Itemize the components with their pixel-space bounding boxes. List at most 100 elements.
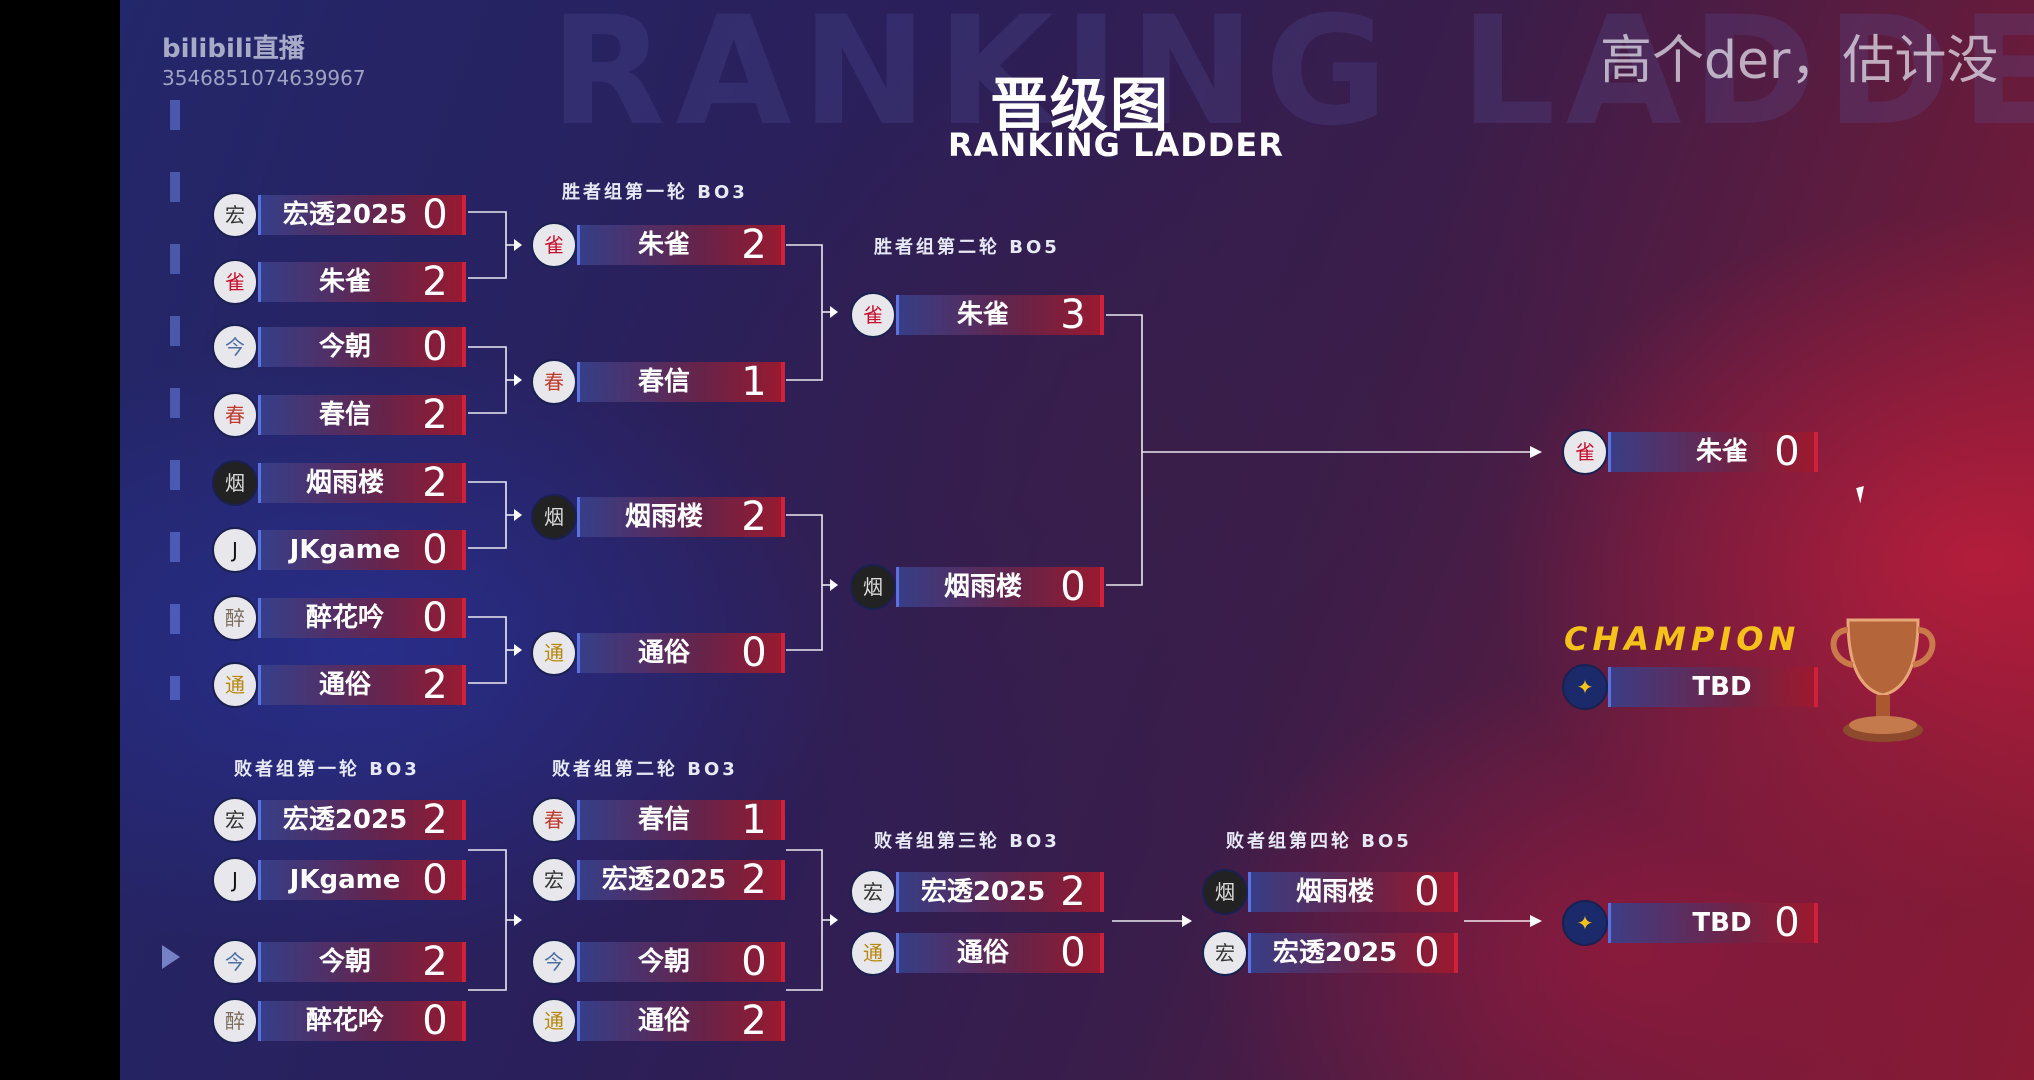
team-bar (258, 327, 466, 367)
score-edge (1814, 667, 1818, 707)
team-score: 2 (741, 494, 767, 540)
team-bar (258, 262, 466, 302)
jinzhao-logo-icon: 今 (212, 324, 258, 370)
zhuque-logo-icon: 雀 (531, 222, 577, 268)
team-name: 烟雨楼 (1295, 877, 1374, 907)
team-bar (896, 933, 1104, 973)
team-bar (577, 1001, 785, 1041)
team-name: 春信 (318, 400, 371, 430)
team-score: 2 (422, 460, 448, 506)
team-bar (577, 633, 785, 673)
team-bar (577, 942, 785, 982)
tongsu-logo-icon: 通 (850, 930, 896, 976)
score-edge (1454, 872, 1458, 912)
team-slot-l4-2: 宏宏透2025 0 (1202, 930, 1458, 976)
tbd-logo-icon: ✦ (1562, 900, 1608, 946)
team-name: 宏透2025 (1272, 938, 1398, 968)
score-edge (462, 942, 466, 982)
zhuque-logo-icon: 雀 (1562, 429, 1608, 475)
team-bar (896, 295, 1104, 335)
score-edge (462, 598, 466, 638)
score-edge (1814, 432, 1818, 472)
team-slot-champion: ✦TBD (1562, 664, 1818, 710)
team-score: 0 (422, 595, 448, 641)
team-bar (1608, 432, 1818, 472)
team-name: JKgame (289, 535, 401, 565)
team-bar (258, 395, 466, 435)
team-bar (258, 530, 466, 570)
team-bar (577, 362, 785, 402)
background-title: RANKING LADDER (550, 0, 2034, 159)
team-score: 1 (741, 797, 767, 843)
score-edge (462, 800, 466, 840)
decorative-stripes (170, 100, 180, 700)
team-name: 宏透2025 (601, 865, 727, 895)
round-label-winners-2: 胜者组第二轮 BO5 (874, 237, 1060, 258)
score-edge (462, 327, 466, 367)
score-edge (462, 1001, 466, 1041)
team-bar (258, 942, 466, 982)
team-bar (1248, 872, 1458, 912)
score-edge (462, 860, 466, 900)
hongtou-logo-icon: 宏 (212, 192, 258, 238)
score-edge (781, 225, 785, 265)
team-name: 通俗 (637, 1006, 690, 1036)
score-edge (1100, 567, 1104, 607)
team-name: 宏透2025 (920, 877, 1046, 907)
team-score: 2 (422, 662, 448, 708)
team-score: 0 (422, 192, 448, 238)
team-bar (258, 463, 466, 503)
team-name: TBD (1692, 908, 1752, 938)
score-edge (781, 800, 785, 840)
round-label-losers-3: 败者组第三轮 BO3 (874, 831, 1060, 852)
team-name: 朱雀 (637, 230, 690, 260)
team-name: 今朝 (318, 332, 371, 362)
team-score: 0 (1060, 564, 1086, 610)
score-edge (1100, 933, 1104, 973)
team-score: 0 (422, 998, 448, 1044)
team-score: 3 (1060, 292, 1086, 338)
score-edge (462, 665, 466, 705)
yanyulou-logo-icon: 烟 (212, 460, 258, 506)
team-score: 2 (422, 259, 448, 305)
hongtou-logo-icon: 宏 (212, 797, 258, 843)
team-name: 烟雨楼 (943, 572, 1022, 602)
trophy-icon (1830, 618, 1936, 742)
score-edge (1100, 295, 1104, 335)
team-score: 0 (422, 857, 448, 903)
chunxin-logo-icon: 春 (531, 359, 577, 405)
score-edge (781, 860, 785, 900)
tongsu-logo-icon: 通 (212, 662, 258, 708)
team-bar (1248, 933, 1458, 973)
zhuque-logo-icon: 雀 (212, 259, 258, 305)
hongtou-logo-icon: 宏 (1202, 930, 1248, 976)
team-bar (577, 860, 785, 900)
team-score: 0 (1414, 869, 1440, 915)
hongtou-logo-icon: 宏 (531, 857, 577, 903)
team-name: 朱雀 (956, 300, 1009, 330)
bilibili-live-logo: bilibili直播 (162, 34, 305, 64)
team-bar (896, 872, 1104, 912)
score-edge (781, 633, 785, 673)
page-title: 晋级图 (990, 71, 1171, 139)
team-bar (1608, 667, 1818, 707)
team-score: 0 (1414, 930, 1440, 976)
team-bar (258, 195, 466, 235)
team-name: 烟雨楼 (624, 502, 703, 532)
